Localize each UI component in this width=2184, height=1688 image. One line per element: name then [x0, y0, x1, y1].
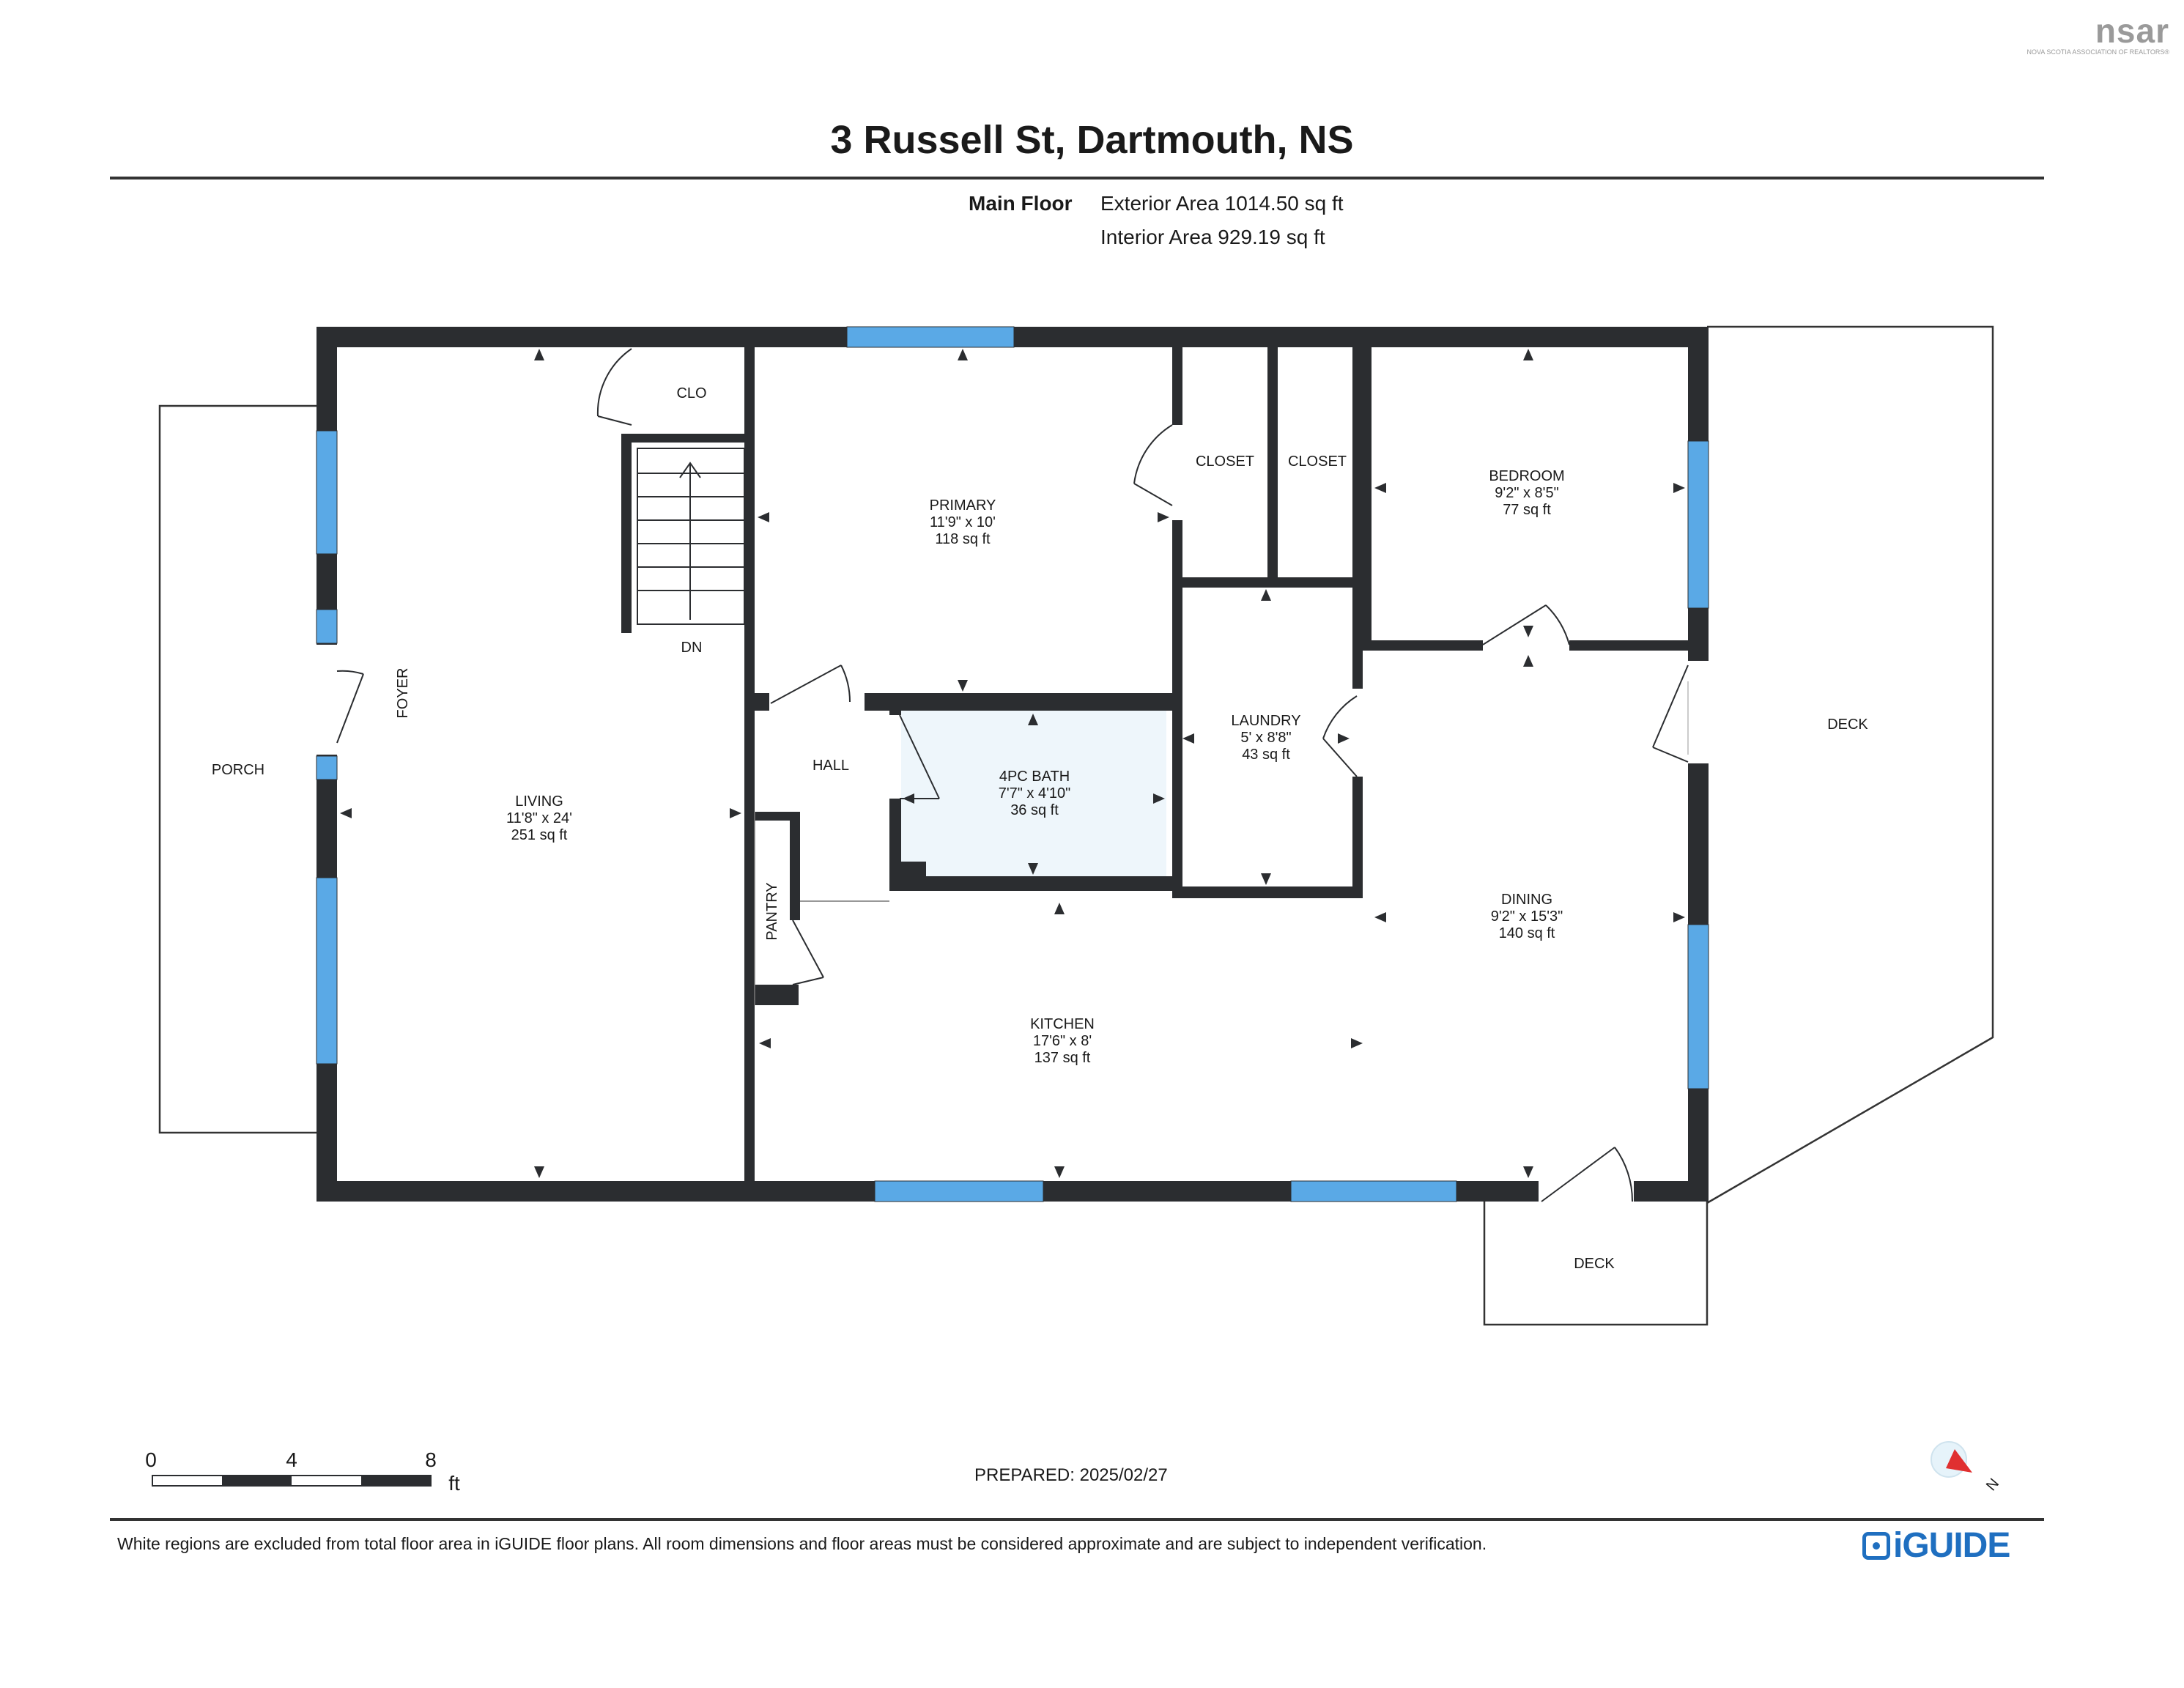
label-foyer: FOYER	[395, 668, 411, 719]
door-pantry	[792, 919, 824, 985]
label-dn: DN	[681, 640, 703, 656]
room-labels: CLO DN FOYER PORCH LIVING 11'8" x 24' 25…	[212, 385, 1869, 1272]
scale-label-8: 8	[425, 1448, 437, 1471]
wall-laundry-east	[1352, 579, 1363, 689]
nsar-logo: nsar NOVA SCOTIA ASSOCIATION OF REALTORS…	[2026, 13, 2169, 56]
wall-bedroom-south-a	[1361, 640, 1483, 651]
primary-name: PRIMARY	[930, 497, 996, 514]
door-deck-bottom	[1541, 1147, 1634, 1202]
laundry-area: 43 sq ft	[1242, 747, 1290, 763]
iguide-logo-icon	[1862, 1532, 1890, 1560]
label-closet-2: CLOSET	[1288, 454, 1347, 470]
wall-bedroom-south-b	[1569, 640, 1691, 651]
bath-area: 36 sq ft	[1010, 802, 1059, 818]
window-left-1	[316, 430, 338, 555]
door-foyer	[336, 670, 364, 744]
wall-bath-corner	[889, 862, 926, 891]
compass-n: N	[1983, 1476, 2002, 1494]
dining-area: 140 sq ft	[1499, 925, 1555, 941]
title-rule	[110, 177, 2044, 179]
window-top-primary	[846, 326, 1015, 348]
wall-bath-south	[889, 876, 1182, 891]
compass-arrow-icon	[1946, 1449, 1972, 1473]
door-clo	[596, 348, 632, 426]
wall-closet-east	[1352, 347, 1363, 579]
wall-clo-south	[621, 434, 744, 443]
wall-laundry-south	[1172, 886, 1363, 898]
bath-name: 4PC BATH	[999, 769, 1070, 785]
exterior-area: Exterior Area 1014.50 sq ft	[1100, 192, 1344, 215]
bath-floor	[901, 711, 1166, 881]
wall-hall-pillar	[755, 693, 769, 708]
label-deck-right: DECK	[1827, 717, 1868, 733]
window-bottom-2	[1290, 1180, 1457, 1202]
wall-laundry-east-lower	[1352, 777, 1363, 897]
laundry-dims: 5' x 8'8"	[1240, 730, 1291, 746]
door-bedroom	[1482, 604, 1570, 645]
door-swings	[336, 348, 1689, 1202]
window-right-bedroom	[1687, 440, 1709, 609]
dimension-arrows	[340, 349, 1685, 1178]
disclaimer: White regions are excluded from total fl…	[117, 1534, 1487, 1553]
door-hall	[770, 665, 851, 704]
label-closet-1: CLOSET	[1196, 454, 1254, 470]
door-laundry	[1322, 695, 1358, 777]
openings-lines	[754, 681, 1689, 1005]
scale-bar: 0 4 8 ft	[145, 1448, 460, 1495]
kitchen-name: KITCHEN	[1030, 1016, 1095, 1032]
dining-dims: 9'2" x 15'3"	[1491, 908, 1563, 925]
scale-label-0: 0	[145, 1448, 157, 1471]
laundry-name: LAUNDRY	[1231, 713, 1300, 729]
bath-dims: 7'7" x 4'10"	[999, 785, 1071, 802]
scale-unit: ft	[448, 1472, 460, 1495]
label-deck-bottom: DECK	[1574, 1256, 1615, 1272]
window-right-dining	[1687, 924, 1709, 1089]
bedroom-area: 77 sq ft	[1503, 502, 1551, 518]
door-primary	[1133, 424, 1173, 506]
logo-mark: nsar	[2095, 12, 2169, 50]
label-porch: PORCH	[212, 762, 264, 778]
wall-pantry-east	[790, 812, 800, 920]
scale-label-4: 4	[286, 1448, 297, 1471]
iguide-logo: iGUIDE	[1862, 1525, 2010, 1566]
window-bottom-1	[874, 1180, 1044, 1202]
primary-dims: 11'9" x 10'	[930, 514, 996, 530]
living-area: 251 sq ft	[511, 827, 568, 843]
iguide-text: iGUIDE	[1893, 1526, 2010, 1565]
interior-area: Interior Area 929.19 sq ft	[1100, 226, 1325, 248]
window-left-2	[316, 609, 338, 644]
living-dims: 11'8" x 24'	[506, 810, 572, 826]
compass: N	[1931, 1441, 2002, 1494]
label-clo: CLO	[676, 385, 706, 401]
wall-pantry-top	[755, 812, 799, 821]
dining-name: DINING	[1501, 892, 1552, 908]
windows	[316, 326, 1709, 1202]
wall-closet-mid	[1267, 347, 1278, 579]
floor-name: Main Floor	[969, 192, 1073, 215]
door-deck-right	[1652, 665, 1689, 763]
living-name: LIVING	[515, 793, 563, 810]
prepared-date: PREPARED: 2025/02/27	[974, 1465, 1168, 1485]
label-hall: HALL	[812, 758, 849, 774]
kitchen-area: 137 sq ft	[1034, 1050, 1091, 1066]
wall-pantry-bottom	[755, 985, 799, 1005]
wall-closet-south	[1172, 577, 1360, 588]
kitchen-dims: 17'6" x 8'	[1033, 1033, 1092, 1049]
primary-area: 118 sq ft	[935, 531, 991, 547]
stair-outline	[637, 448, 745, 625]
bedroom-name: BEDROOM	[1489, 468, 1564, 484]
wall-bath-pillar	[889, 703, 901, 715]
wall-bedroom-west	[1361, 347, 1372, 651]
window-left-4	[316, 877, 338, 1065]
logo-subtitle: NOVA SCOTIA ASSOCIATION OF REALTORS®	[2026, 48, 2169, 56]
deck-right-outline	[1706, 325, 1994, 1204]
bedroom-dims: 9'2" x 8'5"	[1495, 485, 1558, 501]
deck-bottom-outline	[1483, 1196, 1709, 1326]
page-title: 3 Russell St, Dartmouth, NS	[830, 118, 1354, 162]
staircase	[637, 448, 745, 625]
wall-living-east	[744, 347, 755, 1181]
label-pantry: PANTRY	[764, 882, 780, 940]
window-left-3	[316, 755, 338, 780]
